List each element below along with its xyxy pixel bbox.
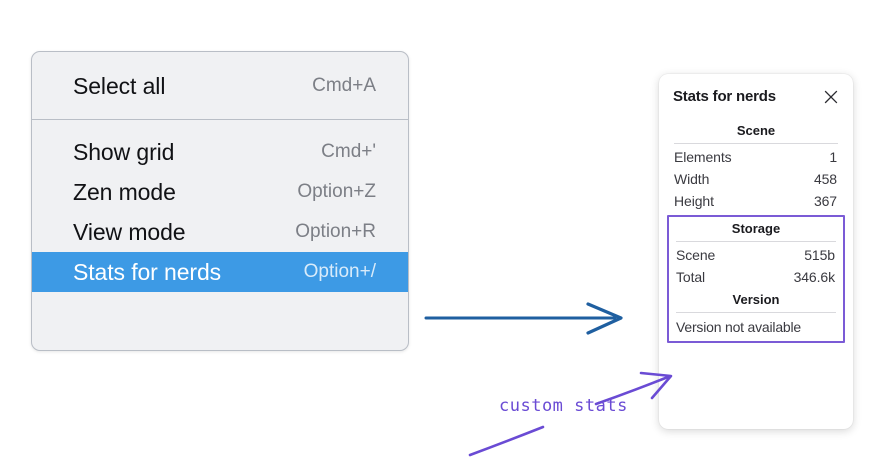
section-rule xyxy=(676,241,836,242)
menu-item-label: Select all xyxy=(73,72,166,99)
stat-key: Scene xyxy=(676,247,716,263)
menu-item-select-all[interactable]: Select all Cmd+A xyxy=(32,66,408,106)
menu-divider xyxy=(32,119,408,120)
menu-item-stats-for-nerds[interactable]: Stats for nerds Option+/ xyxy=(32,252,408,292)
menu-item-shortcut: Option+Z xyxy=(297,181,376,202)
stat-value: 1 xyxy=(829,149,837,165)
stat-value: 346.6k xyxy=(793,269,836,285)
stat-key: Total xyxy=(676,269,706,285)
menu-item-view-mode[interactable]: View mode Option+R xyxy=(32,212,408,252)
section-title-storage: Storage xyxy=(731,221,781,236)
menu-item-shortcut: Option+R xyxy=(295,221,376,242)
menu-item-label: Show grid xyxy=(73,138,175,165)
stat-row-storage-total: Total 346.6k xyxy=(674,266,838,288)
version-note: Version not available xyxy=(676,319,801,335)
menu-item-zen-mode[interactable]: Zen mode Option+Z xyxy=(32,172,408,212)
stat-row-height: Height 367 xyxy=(672,190,840,212)
section-title-version: Version xyxy=(732,292,780,307)
menu-group-primary: Select all Cmd+A xyxy=(32,52,408,119)
annotation-label-custom-stats: custom stats xyxy=(499,396,628,416)
section-scene: Scene Elements 1 Width 458 Height 367 xyxy=(672,119,840,212)
menu-item-show-grid[interactable]: Show grid Cmd+' xyxy=(32,132,408,172)
menu-item-label: Zen mode xyxy=(73,178,176,205)
section-rule xyxy=(674,143,838,144)
stat-key: Width xyxy=(674,171,710,187)
blue-arrow xyxy=(424,302,623,335)
menu-item-shortcut: Option+/ xyxy=(303,261,376,282)
stat-row-storage-scene: Scene 515b xyxy=(674,244,838,266)
stat-row-width: Width 458 xyxy=(672,168,840,190)
panel-header: Stats for nerds xyxy=(672,88,840,105)
menu-item-label: View mode xyxy=(73,218,186,245)
panel-title: Stats for nerds xyxy=(673,88,776,105)
close-icon[interactable] xyxy=(823,89,839,105)
custom-stats-highlight-box: Storage Scene 515b Total 346.6k Version … xyxy=(667,215,845,343)
menu-item-label: Stats for nerds xyxy=(73,258,222,285)
stat-key: Height xyxy=(674,193,714,209)
purple-underline-stroke xyxy=(468,425,545,457)
stat-value: 367 xyxy=(813,193,837,209)
section-rule xyxy=(676,312,836,313)
context-menu[interactable]: Select all Cmd+A Show grid Cmd+' Zen mod… xyxy=(31,51,409,351)
menu-group-secondary: Show grid Cmd+' Zen mode Option+Z View m… xyxy=(32,120,408,309)
stats-for-nerds-panel: Stats for nerds Scene Elements 1 Width 4… xyxy=(659,74,853,429)
menu-item-shortcut: Cmd+A xyxy=(312,75,376,96)
stat-value: 458 xyxy=(813,171,837,187)
section-version: Version Version not available xyxy=(674,288,838,337)
stat-value: 515b xyxy=(804,247,835,263)
menu-item-shortcut: Cmd+' xyxy=(321,141,376,162)
stat-row-elements: Elements 1 xyxy=(672,146,840,168)
section-title-scene: Scene xyxy=(736,123,776,138)
stat-key: Elements xyxy=(674,149,732,165)
section-storage: Storage Scene 515b Total 346.6k xyxy=(674,217,838,288)
